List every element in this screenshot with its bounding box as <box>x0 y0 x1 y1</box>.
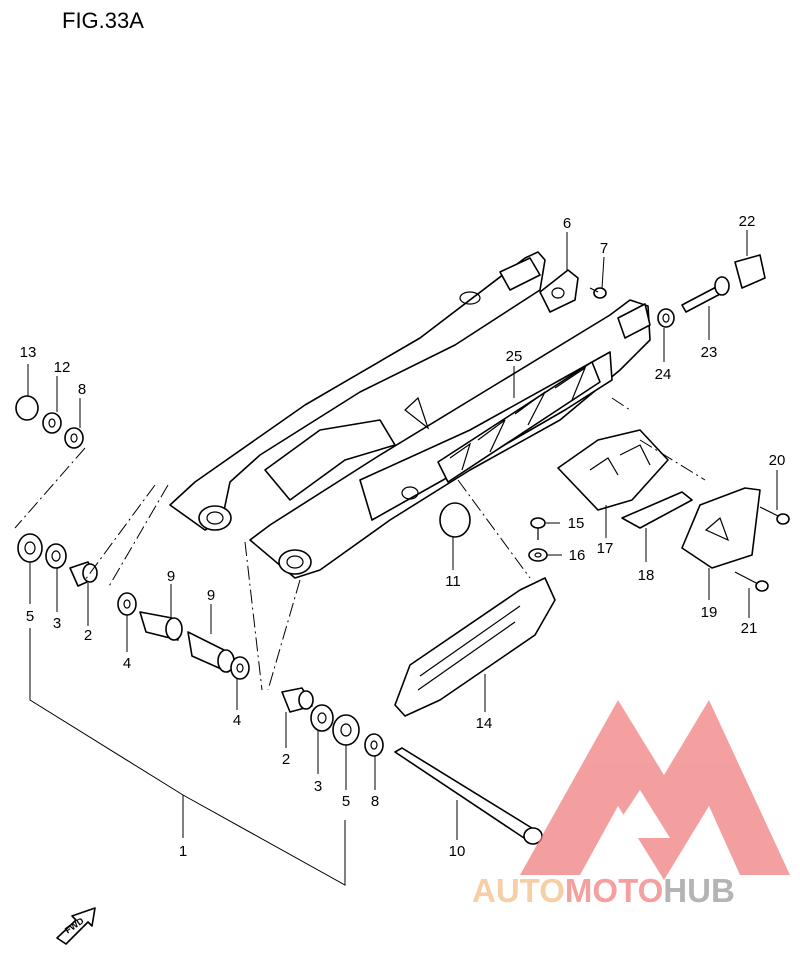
callout-23: 23 <box>701 344 718 361</box>
assembly-bracket <box>29 628 346 886</box>
part-15-screw <box>530 517 546 540</box>
swingarm-decal <box>437 361 601 483</box>
callout-18: 18 <box>638 567 655 584</box>
callout-labels: 1 2 2 3 3 4 4 5 5 6 7 8 8 9 9 10 11 12 1… <box>20 213 786 860</box>
callout-2-left: 2 <box>84 627 92 644</box>
callout-15: 15 <box>568 515 585 532</box>
callout-22: 22 <box>739 213 756 230</box>
part-23-adjuster-bolt <box>681 276 730 313</box>
part-21-bolt <box>734 571 769 592</box>
callout-9-a: 9 <box>167 568 175 585</box>
part-10-pivot-shaft <box>394 747 543 845</box>
callout-1: 1 <box>179 843 187 860</box>
callout-25: 25 <box>506 348 523 365</box>
callout-16: 16 <box>569 547 586 564</box>
part-13-nut <box>15 395 39 421</box>
part-2-left-bearing <box>69 561 98 587</box>
callout-12: 12 <box>54 359 71 376</box>
callout-6: 6 <box>563 215 571 232</box>
callout-24: 24 <box>655 366 672 383</box>
alignment-lines <box>14 397 706 691</box>
callout-14: 14 <box>476 715 493 732</box>
part-9-bushing-a <box>139 611 183 641</box>
part-14-chain-slider <box>394 577 556 717</box>
part-5-right-seal <box>332 714 360 746</box>
watermark-auto: AUTO <box>472 872 565 909</box>
callout-9-b: 9 <box>207 587 215 604</box>
part-16-washer <box>528 548 548 562</box>
part-22-bracket <box>734 254 766 289</box>
watermark-logo-mark <box>520 700 790 880</box>
part-8-left-washer <box>64 427 84 449</box>
callout-5-right: 5 <box>342 793 350 810</box>
part-17-chain-guide <box>557 429 669 511</box>
callout-13: 13 <box>20 344 37 361</box>
part-2-right-bearing <box>281 687 314 713</box>
part-9-bushing-b <box>187 631 235 673</box>
part-18-guide-pad <box>621 491 693 529</box>
part-19-guide-plate <box>681 487 761 569</box>
callout-11: 11 <box>445 573 461 590</box>
part-3-right-spacer <box>310 704 334 732</box>
callout-17: 17 <box>597 540 614 557</box>
automotohub-watermark: AUTOMOTOHUB <box>472 700 790 909</box>
watermark-word: AUTOMOTOHUB <box>472 872 735 909</box>
callout-2-right: 2 <box>282 751 290 768</box>
watermark-moto: MOTO <box>565 872 663 909</box>
callout-10: 10 <box>449 843 466 860</box>
callout-5-left: 5 <box>26 608 34 625</box>
part-8-right-washer <box>364 733 384 757</box>
callout-8-left: 8 <box>78 381 86 398</box>
callout-3-right: 3 <box>314 778 322 795</box>
part-11-cap <box>439 502 471 538</box>
part-6-adjuster-block <box>539 269 579 313</box>
callout-7: 7 <box>600 240 608 257</box>
part-12-washer <box>42 412 62 434</box>
part-7-screw <box>589 287 607 299</box>
callout-19: 19 <box>701 604 718 621</box>
callout-8-right: 8 <box>371 793 379 810</box>
part-3-left-spacer <box>45 543 67 569</box>
figure-title: FIG.33A <box>62 8 144 33</box>
part-5-left-seal <box>17 533 43 563</box>
part-4-right-washer <box>230 656 250 680</box>
part-24-nut <box>657 308 675 328</box>
part-20-bolt <box>759 506 790 525</box>
callout-4-left: 4 <box>123 655 131 672</box>
callout-4-right: 4 <box>233 712 241 729</box>
callout-3-left: 3 <box>53 615 61 632</box>
callout-20: 20 <box>769 452 786 469</box>
leader-lines <box>27 230 778 840</box>
callout-21: 21 <box>741 620 758 637</box>
watermark-hub: HUB <box>663 872 735 909</box>
forward-arrow: FWD <box>56 907 96 945</box>
part-4-left-washer <box>117 592 137 616</box>
